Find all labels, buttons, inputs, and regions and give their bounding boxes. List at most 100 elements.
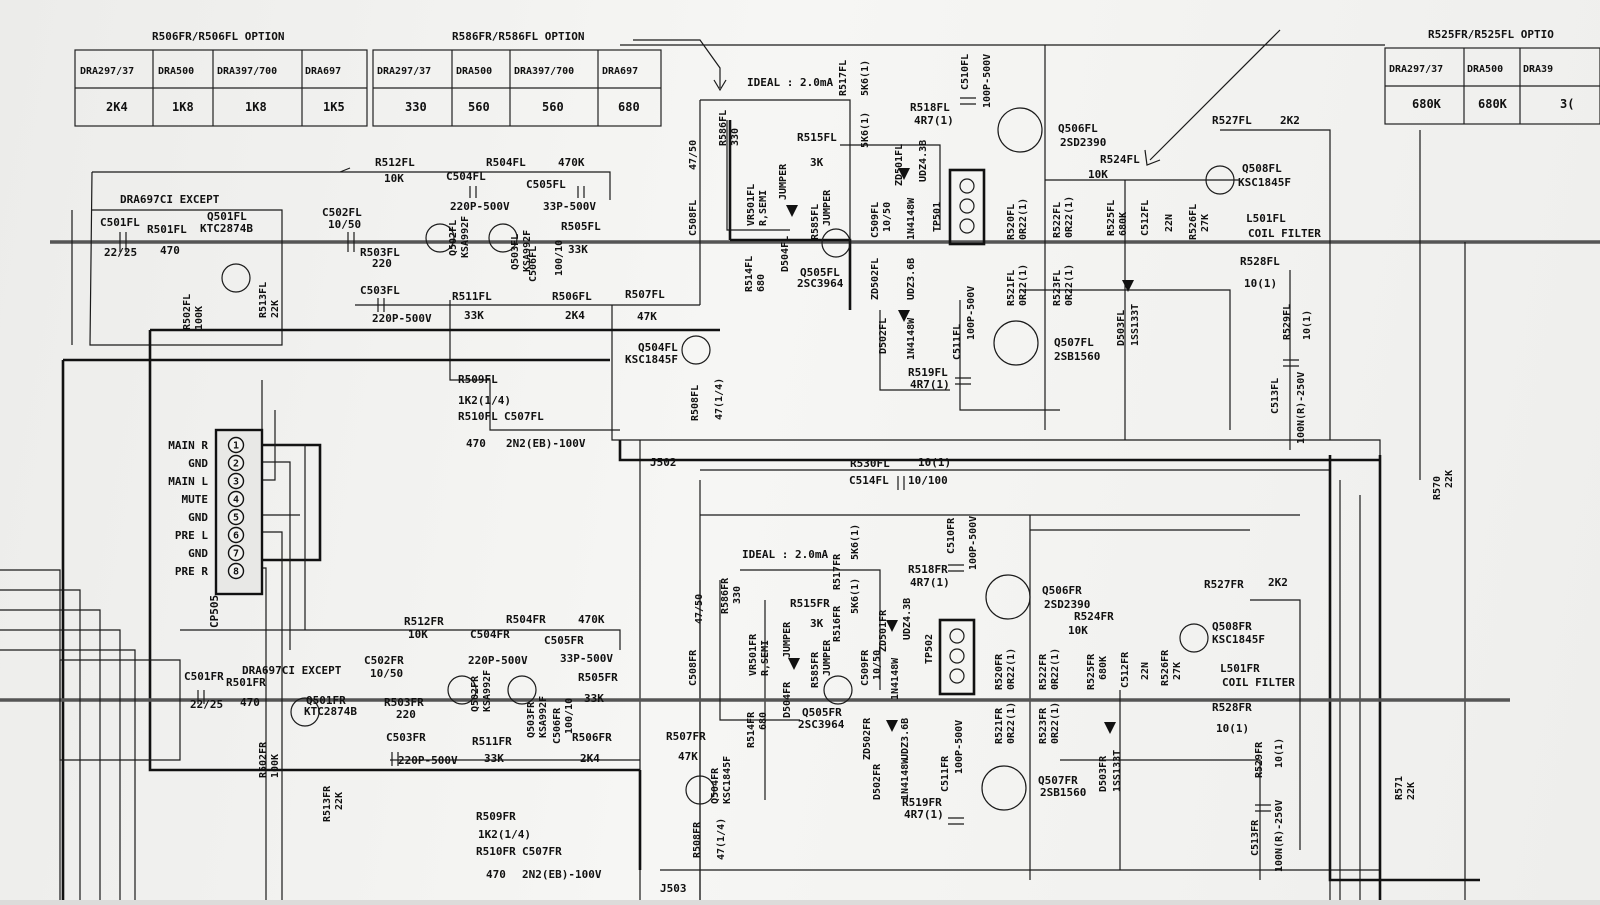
q506fl-value: 2SD2390: [1060, 136, 1106, 149]
r504fl-ref: R504FL: [486, 156, 526, 169]
r521fr-ref: R521FR: [994, 707, 1005, 744]
r502fl-ref: R502FL: [182, 294, 193, 330]
r516fr-ref: R516FR: [832, 605, 843, 642]
r586-value-1: 330: [405, 100, 427, 114]
zd501fl-value: UDZ4.3B: [918, 140, 929, 182]
c513fr-ref: C513FR: [1250, 819, 1261, 856]
q506fr-symbol: [985, 574, 1031, 620]
q506fr-value: 2SD2390: [1044, 598, 1090, 611]
r524fr-value: 10K: [1068, 624, 1088, 637]
r525-table-title: R525FR/R525FL OPTIO: [1428, 28, 1554, 41]
q502fr-ref: Q502FR: [470, 675, 481, 712]
c504fr-ref: C504FR: [470, 628, 510, 641]
c509fl-ref: C509FL: [870, 202, 881, 238]
upper-ideal-note: IDEAL : 2.0mA: [747, 76, 833, 89]
q504fr-ref: Q504FR: [710, 767, 721, 804]
tp501-label: TP501: [932, 202, 943, 232]
r508fr-ref: R508FR: [692, 821, 703, 858]
r514fr-value: 680: [758, 712, 769, 730]
r522fl-ref: R522FL: [1052, 202, 1063, 238]
c501fl-ref: C501FL: [100, 216, 140, 229]
r527fl-value: 2K2: [1280, 114, 1300, 127]
q507fr-value: 2SB1560: [1040, 786, 1086, 799]
r585fr-ref: R585FR: [810, 651, 821, 688]
c513fl-value: 100N(R)-250V: [1296, 372, 1307, 444]
r586-callout-arrow: [633, 39, 721, 88]
c505fr-ref: C505FR: [544, 634, 584, 647]
q503fl-symbol: [488, 223, 518, 253]
connector-pin-label: MUTE: [182, 493, 209, 506]
c505fl-value: 33P-500V: [543, 200, 596, 213]
r511fl-value: 33K: [464, 309, 484, 322]
connector-pin-label: PRE R: [175, 565, 208, 578]
connector-pin-number: 3: [233, 477, 239, 488]
r524fr-ref: R524FR: [1074, 610, 1114, 623]
q504fl-value: KSC1845F: [625, 353, 678, 366]
r505fr-value: 33K: [584, 692, 604, 705]
c511fl-ref: C511FL: [952, 324, 963, 360]
r526fr-value: 27K: [1172, 662, 1183, 680]
r530fl-ref: R530FL: [850, 457, 890, 470]
r524fl-value: 10K: [1088, 168, 1108, 181]
r501fr-ref: R501FR: [226, 676, 266, 689]
connector-name: CP505: [208, 595, 221, 628]
q505fr-ref: Q505FR: [802, 706, 842, 719]
component-symbols: [119, 97, 1299, 825]
q508fr-ref: Q508FR: [1212, 620, 1252, 633]
r519fl-value: 4R7(1): [910, 378, 950, 391]
r585fr-value: JUMPER: [822, 639, 833, 676]
q501fr-ref: Q501FR: [306, 694, 346, 707]
r503fl-ref: R503FL: [360, 246, 400, 259]
r520fl-value: 0R22(1): [1018, 198, 1029, 240]
r510fr-ref: R510FR: [476, 845, 516, 858]
r525-value-1: 680K: [1412, 97, 1442, 111]
r528fr-value: 10(1): [1216, 722, 1249, 735]
r510fl-ref: R510FL: [458, 410, 498, 423]
c510fr-value: 100P-500V: [968, 516, 979, 570]
c504fr-value: 220P-500V: [468, 654, 528, 667]
c502fl-ref: C502FL: [322, 206, 362, 219]
zd501fl-ref: ZD501FL: [894, 144, 905, 186]
r523fr-value: 0R22(1): [1050, 702, 1061, 744]
q501fl-symbol: [221, 263, 251, 293]
r512fl-value: 10K: [384, 172, 404, 185]
q504fl-symbol: [681, 335, 711, 365]
c507fl-ref: C507FL: [504, 410, 544, 423]
c508fl-value: 47/50: [688, 140, 699, 170]
r514fl-value: 680: [756, 274, 767, 292]
c501fr-ref: C501FR: [184, 670, 224, 683]
r517fl-value: 5K6(1): [860, 60, 871, 96]
d502fl-value: 1N4148W: [906, 317, 917, 360]
l501fl-value: COIL FILTER: [1248, 227, 1321, 240]
r527fr-ref: R527FR: [1204, 578, 1244, 591]
r508fr-value: 47(1/4): [716, 818, 727, 860]
c502fr-ref: C502FR: [364, 654, 404, 667]
r523fl-value: 0R22(1): [1064, 264, 1075, 306]
r529fr-value: 10(1): [1274, 738, 1285, 768]
r506-header-2: DRA500: [158, 66, 194, 77]
r517fr-value: 5K6(1): [850, 524, 861, 560]
d501fl-value: 1N4148W: [906, 197, 917, 240]
c513fr-value: 100N(R)-250V: [1274, 800, 1285, 872]
d503fr-ref: D503FR: [1098, 755, 1109, 792]
r585fl-value: JUMPER: [822, 189, 833, 226]
j503-label: J503: [660, 882, 687, 895]
r527fl-ref: R527FL: [1212, 114, 1252, 127]
r519fr-ref: R519FR: [902, 796, 942, 809]
r526fl-ref: R526FL: [1188, 204, 1199, 240]
r586-table-title: R586FR/R586FL OPTION: [452, 30, 584, 43]
c512fr-value: 22N: [1140, 662, 1151, 680]
q506fl-symbol: [997, 107, 1043, 153]
q501fr-symbol: [290, 697, 320, 727]
tp501-block: [948, 168, 986, 246]
connector-pin-circle: [227, 562, 245, 580]
r523fl-ref: R523FL: [1052, 270, 1063, 306]
r512fr-ref: R512FR: [404, 615, 444, 628]
q502fl-ref: Q502FL: [448, 220, 459, 256]
r529fr-ref: R529FR: [1254, 741, 1265, 778]
r513fr-ref: R513FR: [322, 785, 333, 822]
r586-value-2: 560: [468, 100, 490, 114]
c506fr-ref: C506FR: [552, 707, 563, 744]
